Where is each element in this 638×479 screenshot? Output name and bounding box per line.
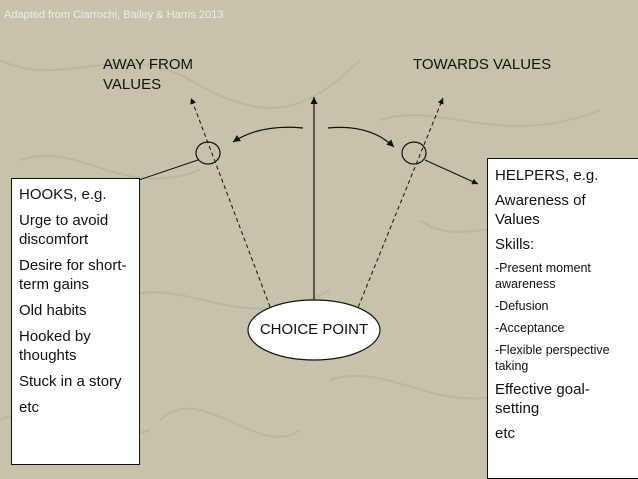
choice-point-ellipse [247,299,381,361]
hooks-box: HOOKS, e.g. Urge to avoid discomfort Des… [11,178,140,465]
away-from-values-label: AWAY FROM VALUES [103,55,213,95]
hooks-item: Stuck in a story [19,373,122,390]
hooks-item: Desire for short-term gains [19,257,127,293]
helpers-item: -Acceptance [495,321,565,335]
helpers-item: Skills: [495,236,535,253]
helpers-box: HELPERS, e.g. Awareness of Values Skills… [487,158,638,479]
towards-values-label: TOWARDS VALUES [413,56,552,73]
hooks-item: Urge to avoid discomfort [19,212,109,248]
hooks-item: Hooked by thoughts [19,328,91,364]
curved-arrow-left [232,126,304,143]
away-label-text: AWAY FROM VALUES [103,56,193,93]
helpers-item: etc [495,425,516,442]
helpers-item: -Flexible perspective taking [495,343,610,373]
helpers-item: HELPERS, e.g. [495,167,599,184]
hooks-item: etc [19,399,40,416]
helpers-item: Awareness of Values [495,192,586,228]
away-dashed-line [190,97,276,321]
attribution-text: Adapted from Ciarrochi, Bailey & Harris … [4,9,224,21]
helpers-item: -Defusion [495,299,549,313]
hooks-item: HOOKS, e.g. [19,186,107,203]
choice-point-label: CHOICE POINT [259,321,369,338]
towards-dashed-line [352,97,444,321]
curved-arrow-right [327,126,395,148]
helpers-connector-arrow [424,159,479,185]
helpers-item: -Present moment awareness [495,261,591,291]
towards-choice-circle [401,141,427,165]
hooks-item: Old habits [19,302,87,319]
helpers-item: Effective goal-setting [495,381,590,417]
away-choice-circle [195,141,221,165]
